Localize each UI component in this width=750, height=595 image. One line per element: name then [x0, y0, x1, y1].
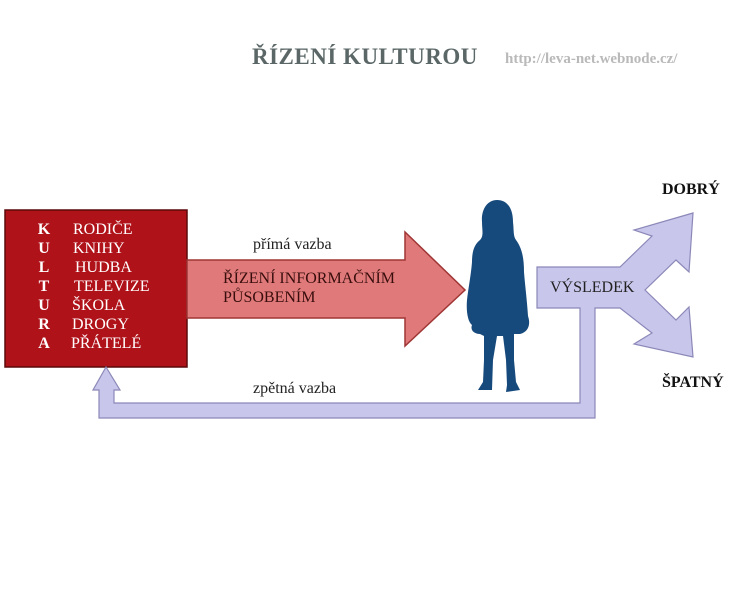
main-arrow-line1: ŘÍZENÍ INFORMAČNÍM	[223, 270, 395, 287]
acrostic-letter: K	[37, 221, 51, 238]
outcome-bad: ŠPATNÝ	[662, 374, 724, 391]
feedback-label: zpětná vazba	[253, 380, 337, 397]
page-title: ŘÍZENÍ KULTUROU	[252, 44, 478, 69]
culture-box	[4, 209, 188, 368]
culture-item: HUDBA	[75, 259, 132, 276]
main-arrow-line2: PŮSOBENÍM	[223, 289, 316, 306]
acrostic-letter: L	[38, 259, 50, 276]
culture-item: PŘÁTELÉ	[71, 335, 142, 352]
acrostic-letter: U	[38, 297, 50, 314]
outcome-good: DOBRÝ	[662, 181, 720, 198]
acrostic-letter: T	[38, 278, 50, 295]
result-feedback-arrow	[91, 212, 694, 419]
acrostic-letter: A	[38, 335, 50, 352]
culture-item: TELEVIZE	[74, 278, 150, 295]
result-label: VÝSLEDEK	[550, 279, 635, 296]
culture-item: ŠKOLA	[72, 297, 126, 314]
child-silhouette	[466, 200, 530, 392]
culture-item: RODIČE	[73, 221, 133, 238]
acrostic-letter: R	[38, 316, 50, 333]
source-url: http://leva-net.webnode.cz/	[505, 51, 678, 67]
culture-item: KNIHY	[73, 240, 125, 257]
direct-link-label: přímá vazba	[253, 236, 332, 253]
acrostic-letter: U	[38, 240, 50, 257]
direct-influence-arrow	[186, 230, 467, 348]
culture-item: DROGY	[72, 316, 129, 333]
